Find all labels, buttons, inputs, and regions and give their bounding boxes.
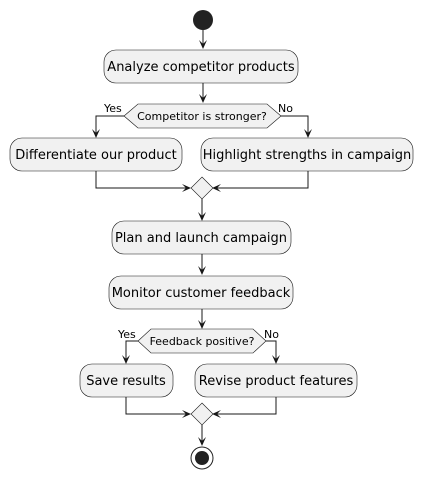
decision-feedback-no: No	[264, 328, 279, 341]
activity-revise: Revise product features	[194, 363, 358, 398]
activity-revise-label: Revise product features	[199, 374, 354, 389]
merge-node-1	[190, 176, 214, 200]
decision-competitor-no: No	[278, 102, 293, 115]
decision-competitor-label: Competitor is stronger?	[137, 110, 267, 123]
merge-node-2	[190, 402, 214, 426]
activity-analyze: Analyze competitor products	[103, 49, 299, 84]
decision-feedback-yes: Yes	[117, 328, 136, 341]
activity-differentiate: Differentiate our product	[9, 137, 183, 172]
activity-monitor-label: Monitor customer feedback	[112, 286, 291, 301]
activity-plan-label: Plan and launch campaign	[115, 231, 287, 246]
end-node	[190, 446, 214, 470]
activity-save: Save results	[79, 363, 174, 398]
activity-analyze-label: Analyze competitor products	[107, 60, 295, 75]
decision-feedback-label: Feedback positive?	[150, 335, 255, 348]
start-node	[193, 10, 213, 30]
activity-plan: Plan and launch campaign	[111, 220, 292, 255]
decision-competitor-stronger: Competitor is stronger?	[123, 103, 282, 129]
activity-highlight: Highlight strengths in campaign	[200, 137, 414, 172]
decision-competitor-yes: Yes	[103, 102, 122, 115]
activity-highlight-label: Highlight strengths in campaign	[203, 148, 412, 163]
activity-differentiate-label: Differentiate our product	[15, 148, 176, 163]
activity-save-label: Save results	[86, 374, 166, 389]
activity-monitor: Monitor customer feedback	[108, 275, 294, 310]
decision-feedback-positive: Feedback positive?	[137, 328, 267, 354]
